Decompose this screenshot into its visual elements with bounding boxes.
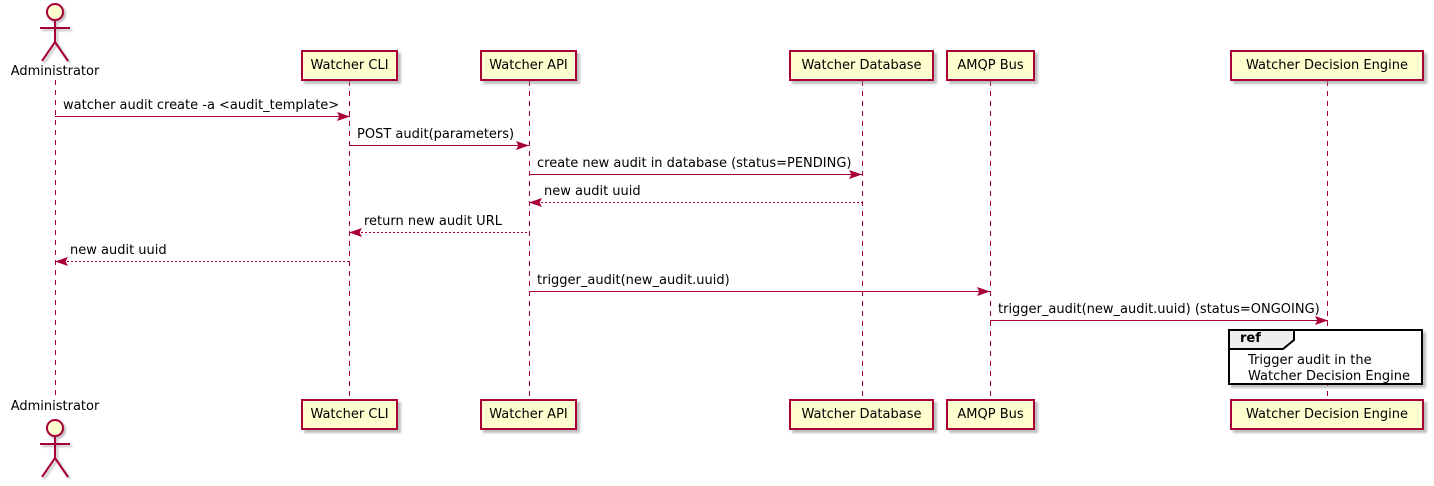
participant-watcher-decision-engine-bottom: Watcher Decision Engine [1230,399,1424,430]
message-audit-create: watcher audit create -a <audit_template> [55,97,350,121]
message-text: new audit uuid [544,184,641,199]
message-text: return new audit URL [364,214,502,229]
participant-watcher-api-bottom: Watcher API [480,399,577,430]
participant-watcher-cli-bottom: Watcher CLI [301,399,398,430]
arrowhead-icon [516,141,529,150]
message-text: POST audit(parameters) [357,127,515,142]
participant-amqp-bus-top: AMQP Bus [946,50,1035,81]
participant-label: Watcher API [489,407,568,422]
arrowhead-icon [977,287,990,296]
participant-label: AMQP Bus [957,58,1024,73]
participant-amqp-bus-bottom: AMQP Bus [946,399,1035,430]
message-text: watcher audit create -a <audit_template> [63,98,340,113]
participant-label: Watcher CLI [310,407,389,422]
participant-watcher-database-top: Watcher Database [789,50,934,81]
arrowhead-icon [529,198,542,207]
actor-name-bottom: Administrator [10,399,100,414]
message-new-audit-uuid-db: new audit uuid [529,183,862,207]
ref-tab: ref [1228,329,1298,351]
participant-label: Watcher Database [801,407,922,422]
actor-icon [40,3,70,62]
arrowhead-icon [337,112,350,121]
lifeline-watcher-database [862,81,863,399]
message-post-audit: POST audit(parameters) [349,126,529,150]
participant-label: Watcher CLI [310,58,389,73]
lifeline-watcher-decision-engine [1327,81,1328,399]
lifeline-watcher-api [529,81,530,399]
message-create-audit-db: create new audit in database (status=PEN… [529,155,862,179]
message-text: create new audit in database (status=PEN… [537,156,852,171]
lifeline-watcher-cli [349,81,350,399]
participant-label: Watcher Decision Engine [1246,407,1408,422]
message-text: trigger_audit(new_audit.uuid) [537,273,730,288]
message-new-audit-uuid-admin: new audit uuid [55,242,349,266]
ref-keyword: ref [1240,331,1261,346]
lifeline-amqp-bus [990,81,991,399]
lifeline-administrator [55,80,56,398]
message-text: trigger_audit(new_audit.uuid) (status=ON… [998,302,1320,317]
participant-label: Watcher Decision Engine [1246,58,1408,73]
participant-watcher-decision-engine-top: Watcher Decision Engine [1230,50,1424,81]
arrowhead-icon [55,257,68,266]
arrowhead-icon [349,228,362,237]
participant-watcher-cli-top: Watcher CLI [301,50,398,81]
message-return-audit-url: return new audit URL [349,213,529,237]
message-trigger-audit: trigger_audit(new_audit.uuid) [529,272,990,296]
arrowhead-icon [1315,316,1328,325]
actor-icon [40,419,70,478]
ref-body: Trigger audit in the Watcher Decision En… [1230,331,1421,385]
participant-label: AMQP Bus [957,407,1024,422]
participant-watcher-api-top: Watcher API [480,50,577,81]
arrowhead-icon [849,170,862,179]
participant-label: Watcher API [489,58,568,73]
message-trigger-audit-ongoing: trigger_audit(new_audit.uuid) (status=ON… [990,301,1328,325]
participant-label: Watcher Database [801,58,922,73]
actor-name-top: Administrator [10,64,100,79]
message-text: new audit uuid [70,243,167,258]
ref-text-line1: Trigger audit in the [1248,353,1372,368]
participant-watcher-database-bottom: Watcher Database [789,399,934,430]
ref-text-line2: Watcher Decision Engine [1248,369,1410,384]
ref-fragment: ref Trigger audit in the Watcher Decisio… [1228,329,1423,385]
